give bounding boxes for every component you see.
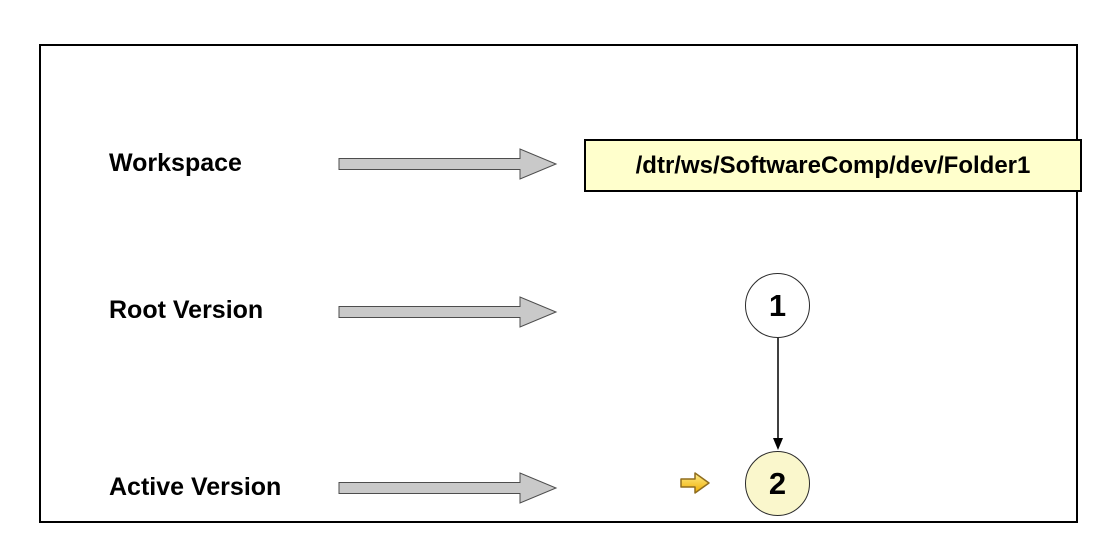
workspace-path-box: /dtr/ws/SoftwareComp/dev/Folder1 (584, 139, 1082, 192)
right-arrow-icon (338, 148, 558, 180)
active-version-number: 2 (768, 465, 787, 501)
right-arrow-icon (338, 472, 558, 504)
root-version-node: 1 (745, 273, 810, 338)
active-version-pointer-icon (680, 472, 710, 494)
version-connector-down-arrow-icon (773, 338, 783, 450)
root-version-label: Root Version (109, 296, 264, 324)
active-version-node: 2 (745, 451, 810, 516)
diagram-frame: Workspace /dtr/ws/SoftwareComp/dev/Folde… (39, 44, 1082, 523)
root-version-number: 1 (768, 287, 787, 323)
workspace-label: Workspace (109, 149, 242, 177)
active-version-label: Active Version (109, 473, 282, 501)
workspace-path-text: /dtr/ws/SoftwareComp/dev/Folder1 (635, 151, 1031, 179)
right-arrow-icon (338, 296, 558, 328)
